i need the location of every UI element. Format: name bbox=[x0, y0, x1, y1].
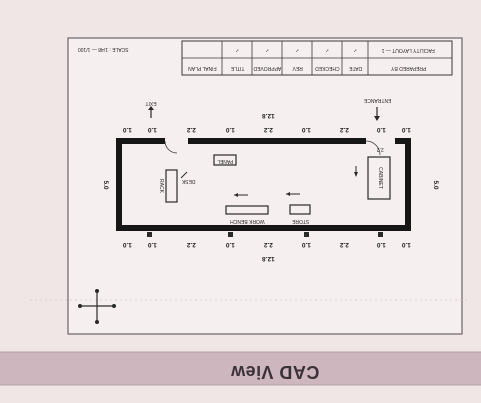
drawing-sheet bbox=[67, 37, 463, 335]
equipment-store bbox=[289, 204, 311, 215]
equipment-desk-label: DESK bbox=[181, 178, 195, 184]
equipment-panel-label: PANEL bbox=[217, 158, 233, 164]
top-dim-8: 1.0 bbox=[376, 126, 385, 133]
bottom-dim-5: 2.2 bbox=[263, 241, 272, 248]
bottom-dimension-row: 1.0 1.0 2.2 1.0 2.2 1.0 2.2 1.0 1.0 12.8 bbox=[122, 232, 411, 262]
equipment-work-bench bbox=[225, 205, 269, 215]
equipment-cabinet-label: CABINET bbox=[377, 167, 383, 189]
top-dimension-row: 1.0 1.0 2.2 1.0 2.2 1.0 2.2 1.0 1.0 12.8 bbox=[122, 112, 410, 133]
exit-label: EXIT bbox=[145, 100, 156, 106]
title-block-check-3: ✓ bbox=[295, 47, 299, 53]
bottom-total: 12.8 bbox=[262, 255, 275, 262]
entrance-label: ENTRANCE bbox=[363, 97, 391, 103]
bottom-dim-8: 1.0 bbox=[376, 241, 385, 248]
cad-view-title: CAD View bbox=[230, 362, 320, 382]
title-block-rev: REV bbox=[292, 65, 303, 71]
exit-door-swing bbox=[164, 140, 178, 154]
equipment-panel bbox=[213, 154, 237, 166]
left-side-dim: 5.0 bbox=[102, 180, 109, 189]
title-block-check-5: ✓ bbox=[235, 47, 239, 53]
door-width-dim: 2.2 bbox=[377, 146, 384, 152]
room-equipment: RACK PANEL WORK BENCH CABINET STORE DESK bbox=[158, 154, 391, 224]
bottom-dim-1: 1.0 bbox=[122, 241, 131, 248]
exit-marker: EXIT bbox=[145, 100, 157, 118]
bottom-dim-3: 2.2 bbox=[186, 241, 195, 248]
title-block-prepared: PREPARED BY bbox=[390, 65, 426, 71]
crosshair-icon bbox=[78, 289, 116, 324]
room-walls: 2.2 bbox=[116, 138, 411, 231]
bottom-dim-9: 1.0 bbox=[401, 241, 410, 248]
scale-label: SCALE : 1/48 — 1/100 bbox=[78, 46, 129, 52]
title-block-name: FACILITY LAYOUT — 1 bbox=[381, 47, 434, 53]
flow-line-4 bbox=[180, 171, 188, 179]
equipment-rack-label: RACK bbox=[158, 179, 164, 194]
title-block-checked: CHECKED bbox=[315, 65, 340, 71]
top-dim-1: 1.0 bbox=[122, 126, 131, 133]
top-total: 12.8 bbox=[262, 112, 275, 119]
top-dim-3: 2.2 bbox=[186, 126, 195, 133]
title-block-title: TITLE bbox=[230, 65, 244, 71]
top-dim-7: 2.2 bbox=[339, 126, 348, 133]
top-dim-4: 1.0 bbox=[225, 126, 234, 133]
cad-view-banner bbox=[0, 352, 481, 385]
title-block-check-1: ✓ bbox=[353, 47, 357, 53]
title-block-check-2: ✓ bbox=[325, 47, 329, 53]
equipment-work-bench-label: WORK BENCH bbox=[230, 218, 265, 224]
bottom-dim-7: 2.2 bbox=[339, 241, 348, 248]
title-block: FACILITY LAYOUT — 1 ✓ ✓ ✓ ✓ ✓ PREPARED B… bbox=[78, 40, 453, 76]
title-block-check-4: ✓ bbox=[265, 47, 269, 53]
entrance-marker: ENTRANCE bbox=[363, 97, 391, 121]
equipment-rack bbox=[165, 169, 178, 203]
top-dim-5: 2.2 bbox=[263, 126, 272, 133]
top-dim-6: 1.0 bbox=[301, 126, 310, 133]
title-block-approved: APPROVED bbox=[253, 65, 281, 71]
bottom-dim-6: 1.0 bbox=[301, 241, 310, 248]
top-dim-9: 1.0 bbox=[401, 126, 410, 133]
equipment-store-label: STORE bbox=[291, 218, 309, 224]
equipment-cabinet bbox=[367, 156, 391, 200]
title-block-plan: FINAL PLAN bbox=[188, 65, 217, 71]
bottom-dim-2: 1.0 bbox=[147, 241, 156, 248]
entrance-door-swing bbox=[365, 140, 381, 156]
bottom-dim-4: 1.0 bbox=[225, 241, 234, 248]
title-block-date: DATE bbox=[349, 65, 363, 71]
top-dim-2: 1.0 bbox=[147, 126, 156, 133]
right-side-dim: 5.0 bbox=[432, 180, 439, 189]
